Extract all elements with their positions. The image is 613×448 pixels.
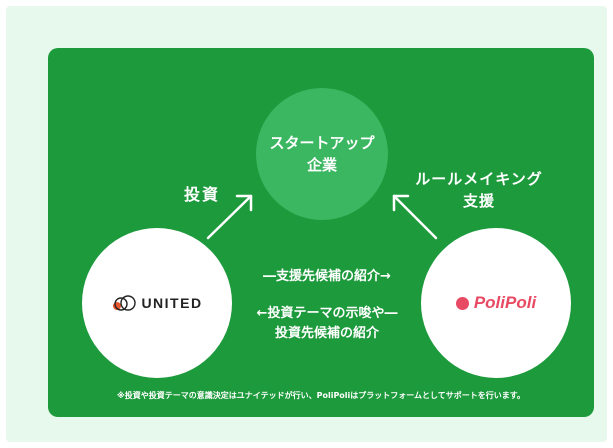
united-node: UNITED [82,228,232,378]
startup-node: スタートアップ 企業 [256,88,388,220]
rule-making-line2: 支援 [462,192,495,210]
startup-label-line2: 企業 [306,156,337,174]
rule-making-label: ルールメイキング 支援 [404,168,554,212]
polipoli-node: PoliPoli [421,228,571,378]
suggestion-line1: ←投資テーマの示唆や― [256,306,398,321]
invest-label: 投資 [184,185,221,204]
polipoli-logo: PoliPoli [455,293,537,313]
startup-label-line1: スタートアップ [269,134,375,152]
investment-suggestion-arrow-label: ←投資テーマの示唆や― 投資先候補の紹介 [224,304,430,344]
united-rings-icon [113,295,137,311]
footnote: ※投資や投資テーマの意識決定はユナイテッドが行い、PoliPoliはプラットフォ… [116,391,526,400]
outer-card: スタートアップ 企業 UNITED PoliPoli 投資 ルールメイキング 支 [6,6,607,442]
suggestion-line2: 投資先候補の紹介 [274,326,379,341]
support-intro-arrow-label: ―支援先候補の紹介→ [263,269,391,284]
arrows-layer [206,194,438,240]
diagram-panel: スタートアップ 企業 UNITED PoliPoli 投資 ルールメイキング 支 [48,48,594,417]
united-logo: UNITED [111,295,202,311]
polipoli-logo-text: PoliPoli [473,293,537,312]
rule-making-arrow [392,194,438,240]
invest-arrow [206,194,253,240]
united-logo-text: UNITED [141,295,203,311]
rule-making-line1: ルールメイキング [415,170,543,188]
polipoli-dot-icon [455,296,469,310]
